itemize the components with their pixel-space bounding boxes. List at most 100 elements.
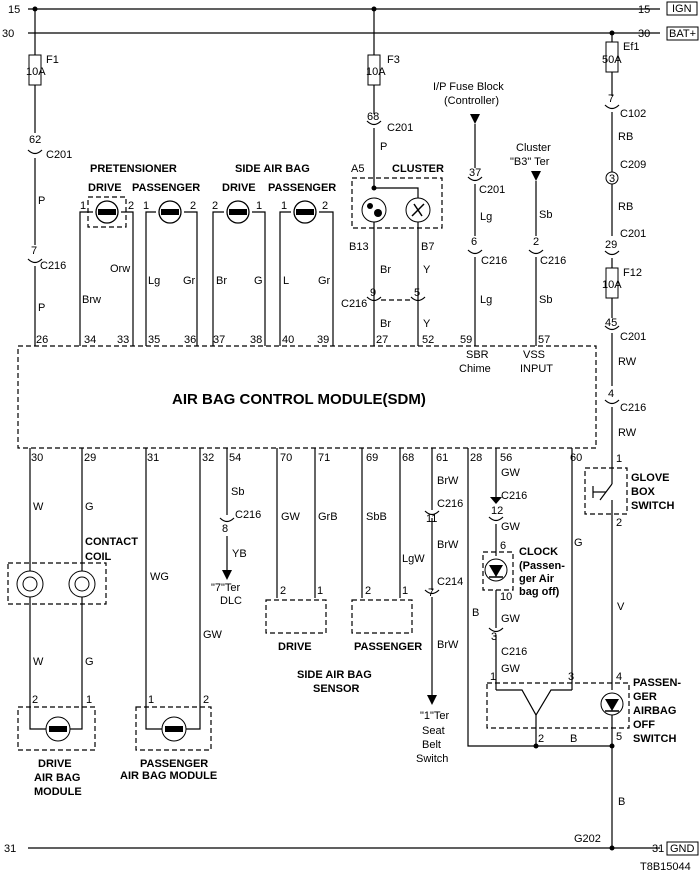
svg-text:Belt: Belt: [422, 739, 441, 751]
svg-text:C216: C216: [341, 298, 367, 310]
svg-text:6: 6: [500, 540, 506, 552]
svg-text:C201: C201: [620, 228, 646, 240]
svg-text:Lg: Lg: [148, 275, 160, 287]
svg-text:4: 4: [616, 671, 622, 683]
svg-text:2: 2: [212, 200, 218, 212]
svg-text:G: G: [254, 275, 263, 287]
svg-text:G: G: [85, 501, 94, 513]
svg-text:30: 30: [638, 28, 650, 40]
svg-text:10A: 10A: [26, 66, 46, 78]
svg-text:RW: RW: [618, 427, 637, 439]
sdm-top-pin-26: 26: [36, 334, 48, 346]
svg-text:C216: C216: [437, 498, 463, 510]
svg-text:F1: F1: [46, 54, 59, 66]
svg-text:Seat: Seat: [422, 725, 445, 737]
svg-text:Lg: Lg: [480, 211, 492, 223]
svg-text:AIRBAG: AIRBAG: [633, 705, 676, 717]
svg-text:PRETENSIONER: PRETENSIONER: [90, 163, 177, 175]
svg-text:C201: C201: [46, 149, 72, 161]
sdm-top-pin-33: 33: [117, 334, 129, 346]
svg-text:C216: C216: [620, 402, 646, 414]
svg-text:PASSENGER: PASSENGER: [140, 758, 208, 770]
svg-text:2: 2: [32, 694, 38, 706]
svg-text:I/P Fuse Block: I/P Fuse Block: [433, 81, 504, 93]
svg-text:RW: RW: [618, 356, 637, 368]
sdm-module: AIR BAG CONTROL MODULE(SDM) SBR Chime VS…: [17, 345, 597, 449]
svg-text:GW: GW: [203, 629, 223, 641]
svg-text:SWITCH: SWITCH: [631, 500, 674, 512]
svg-text:1: 1: [616, 453, 622, 465]
svg-text:C214: C214: [437, 576, 463, 588]
svg-text:GW: GW: [501, 467, 521, 479]
svg-text:BrW: BrW: [437, 539, 459, 551]
svg-text:1: 1: [402, 585, 408, 597]
svg-text:DRIVE: DRIVE: [38, 758, 72, 770]
svg-text:1: 1: [317, 585, 323, 597]
svg-text:C216: C216: [501, 646, 527, 658]
svg-text:Gr: Gr: [318, 275, 331, 287]
svg-text:SIDE AIR BAG: SIDE AIR BAG: [297, 669, 372, 681]
svg-text:PASSENGER: PASSENGER: [132, 182, 200, 194]
svg-text:G202: G202: [574, 833, 601, 845]
svg-text:Sb: Sb: [539, 209, 552, 221]
svg-text:2: 2: [616, 517, 622, 529]
sdm-bottom-pin-70: 70: [280, 452, 292, 464]
svg-text:3: 3: [568, 671, 574, 683]
svg-text:3: 3: [491, 631, 497, 643]
svg-text:10A: 10A: [602, 279, 622, 291]
svg-text:50A: 50A: [602, 54, 622, 66]
svg-text:1: 1: [86, 694, 92, 706]
gnd-tag: GND: [670, 843, 695, 855]
svg-text:1: 1: [143, 200, 149, 212]
svg-text:SENSOR: SENSOR: [313, 683, 360, 695]
svg-text:V: V: [617, 601, 625, 613]
svg-text:DRIVE: DRIVE: [88, 182, 122, 194]
svg-text:Gr: Gr: [183, 275, 196, 287]
ign-tag: IGN: [672, 3, 692, 15]
airbag-warning-icon: [361, 197, 387, 223]
sdm-bottom-pin-32: 32: [202, 452, 214, 464]
seatbelt-switch-circuit: BrW C216 11 BrW C214 7 BrW "1"Ter Seat B…: [416, 448, 463, 765]
svg-text:Chime: Chime: [459, 363, 491, 375]
svg-text:CONTACT: CONTACT: [85, 536, 138, 548]
svg-text:1: 1: [148, 694, 154, 706]
svg-text:37: 37: [469, 167, 481, 179]
svg-text:7: 7: [428, 587, 434, 599]
svg-text:2: 2: [203, 694, 209, 706]
svg-text:GER: GER: [633, 691, 657, 703]
svg-text:PASSEN-: PASSEN-: [633, 677, 681, 689]
svg-text:12: 12: [491, 505, 503, 517]
svg-text:LgW: LgW: [402, 553, 425, 565]
svg-text:7: 7: [31, 245, 37, 257]
sdm-bottom-pin-56: 56: [500, 452, 512, 464]
svg-text:Lg: Lg: [480, 294, 492, 306]
sdm-bottom-pin-61: 61: [436, 452, 448, 464]
sdm-top-pin-34: 34: [84, 334, 96, 346]
svg-text:Orw: Orw: [110, 263, 130, 275]
svg-text:7: 7: [608, 93, 614, 105]
sdm-top-pin-59: 59: [460, 334, 472, 346]
svg-text:GW: GW: [501, 613, 521, 625]
sdm-top-pin-57: 57: [538, 334, 550, 346]
svg-text:4: 4: [608, 388, 614, 400]
figure-code: T8B15044: [640, 861, 691, 873]
sdm-top-pin-36: 36: [184, 334, 196, 346]
svg-text:15: 15: [638, 4, 650, 16]
svg-text:SBR: SBR: [466, 349, 489, 361]
svg-text:(Controller): (Controller): [444, 95, 499, 107]
svg-text:C209: C209: [620, 159, 646, 171]
svg-text:5: 5: [414, 287, 420, 299]
svg-text:"7"Ter: "7"Ter: [211, 582, 241, 594]
svg-text:Ef1: Ef1: [623, 41, 640, 53]
svg-text:2: 2: [128, 200, 134, 212]
svg-text:Sb: Sb: [539, 294, 552, 306]
svg-text:Y: Y: [423, 318, 431, 330]
sdm-bottom-pin-71: 71: [318, 452, 330, 464]
svg-text:DRIVE: DRIVE: [222, 182, 256, 194]
svg-text:DRIVE: DRIVE: [278, 641, 312, 653]
svg-text:AIR BAG: AIR BAG: [34, 772, 80, 784]
svg-text:BrW: BrW: [437, 639, 459, 651]
svg-text:9: 9: [370, 287, 376, 299]
svg-text:B: B: [472, 607, 479, 619]
